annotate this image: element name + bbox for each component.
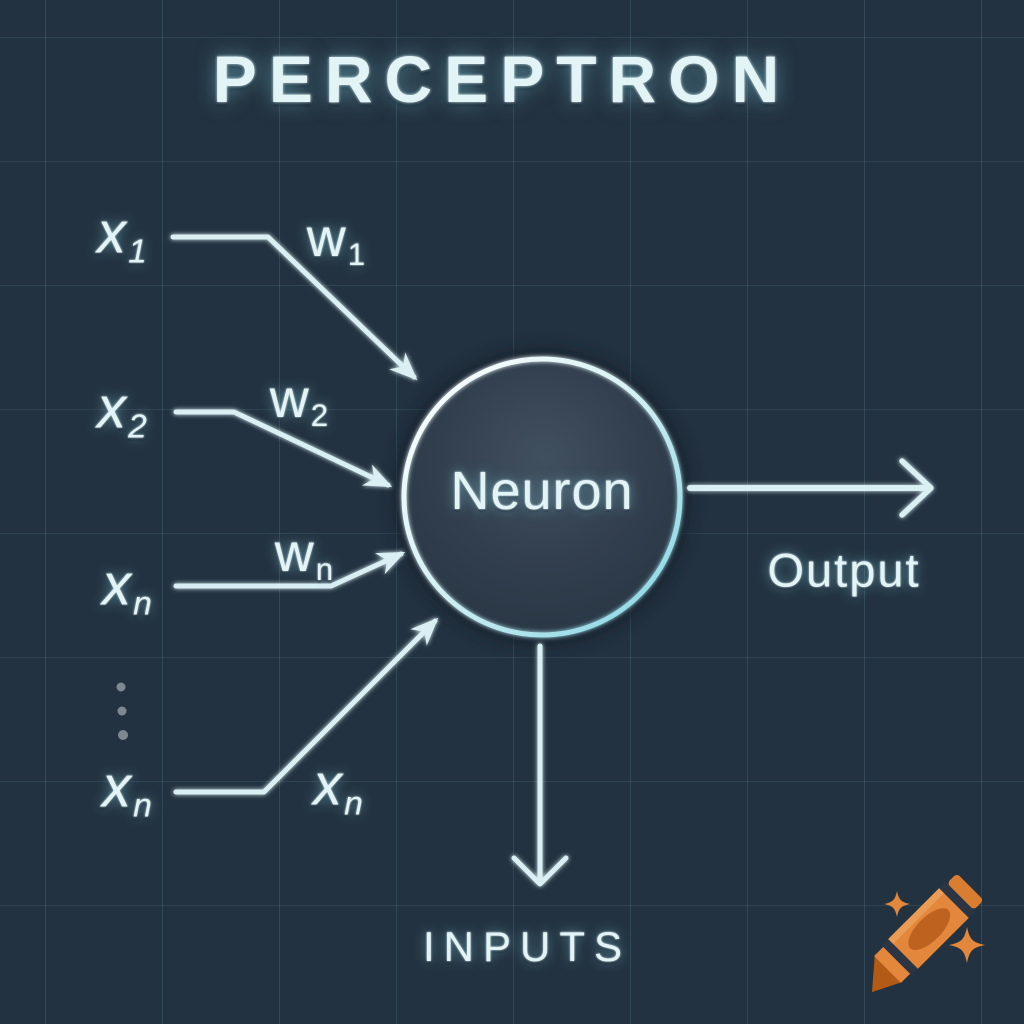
crayon-collar xyxy=(874,946,911,983)
input-label-xn2-sub: n xyxy=(133,787,152,825)
crayon-stripe-back xyxy=(939,881,976,918)
weight-label-w2-base: w xyxy=(269,369,309,430)
output-label: Output xyxy=(767,543,921,597)
input-label-x1: x1 xyxy=(97,204,147,271)
crayon-tip xyxy=(871,955,902,993)
connection-label-xn-base: x xyxy=(313,752,343,818)
page-title: PERCEPTRON xyxy=(212,42,792,116)
sparkle-icon-small xyxy=(884,891,910,917)
input-label-xn2-base: x xyxy=(102,754,132,820)
input-label-xn: xn xyxy=(102,556,152,623)
weight-label-w2-sub: 2 xyxy=(310,398,329,434)
weight-label-wn: wn xyxy=(275,526,333,586)
inputs-caption: INPUTS xyxy=(422,923,632,970)
weight-label-w2: w2 xyxy=(270,372,328,432)
crayon-end-cap xyxy=(948,874,983,909)
input-arrow-x1 xyxy=(170,234,418,381)
input-label-x1-sub: 1 xyxy=(128,233,147,271)
input-arrow-xn xyxy=(173,551,406,589)
weight-label-wn-base: w xyxy=(274,523,314,584)
crayon-label-ellipse xyxy=(908,908,951,951)
weight-label-w1-base: w xyxy=(306,208,346,269)
weight-label-w1: w1 xyxy=(307,211,365,271)
sparkle-icon-large xyxy=(949,927,985,963)
down-arrowhead xyxy=(511,855,569,887)
neuron-circle xyxy=(405,360,679,634)
crayon-stripe-front xyxy=(881,939,918,976)
crayon-highlight xyxy=(888,888,945,945)
input-arrow-x2 xyxy=(173,409,393,488)
connection-label-xn-sub: n xyxy=(344,785,363,823)
input-label-xn-base: x xyxy=(102,552,132,618)
neuron-ring xyxy=(401,356,683,638)
input-label-xn-sub: n xyxy=(133,585,152,623)
input-arrow-xn2 xyxy=(173,617,439,795)
weight-label-w1-sub: 1 xyxy=(347,237,366,273)
input-label-x2-base: x xyxy=(97,375,127,441)
input-label-x2-sub: 2 xyxy=(128,408,147,446)
neuron-label: Neuron xyxy=(450,461,634,521)
connection-label-xn: xn xyxy=(313,756,363,823)
input-label-xn2: xn xyxy=(102,758,152,825)
input-label-x1-base: x xyxy=(97,200,127,266)
output-arrowhead xyxy=(899,458,934,518)
input-label-x2: x2 xyxy=(97,379,147,446)
ellipsis-dots xyxy=(116,682,128,740)
crayon-logo-icon xyxy=(871,874,985,993)
weight-label-wn-sub: n xyxy=(315,552,334,588)
